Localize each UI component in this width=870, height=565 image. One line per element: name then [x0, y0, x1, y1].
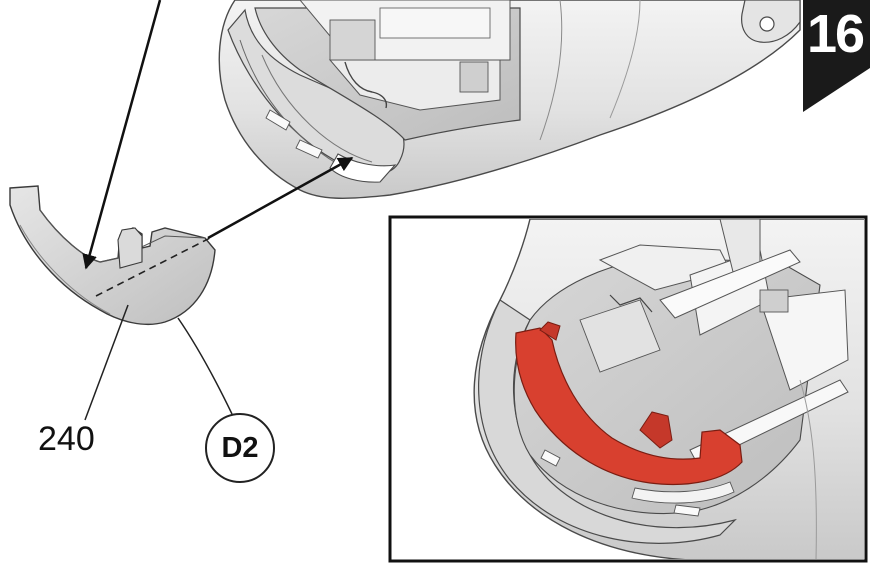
detail-inset [388, 215, 868, 563]
step-badge [803, 0, 870, 112]
reference-circle [205, 413, 275, 483]
part-number-label: 240 [38, 420, 95, 458]
main-housing [218, 0, 801, 199]
arrow-to-housing [207, 156, 354, 240]
step-number: 16 [806, 4, 865, 64]
part-240 [9, 185, 216, 325]
reference-label: D2 [221, 432, 259, 464]
leader-lines [84, 304, 233, 421]
arrow-to-part [82, 0, 162, 270]
arrows [82, 0, 354, 270]
